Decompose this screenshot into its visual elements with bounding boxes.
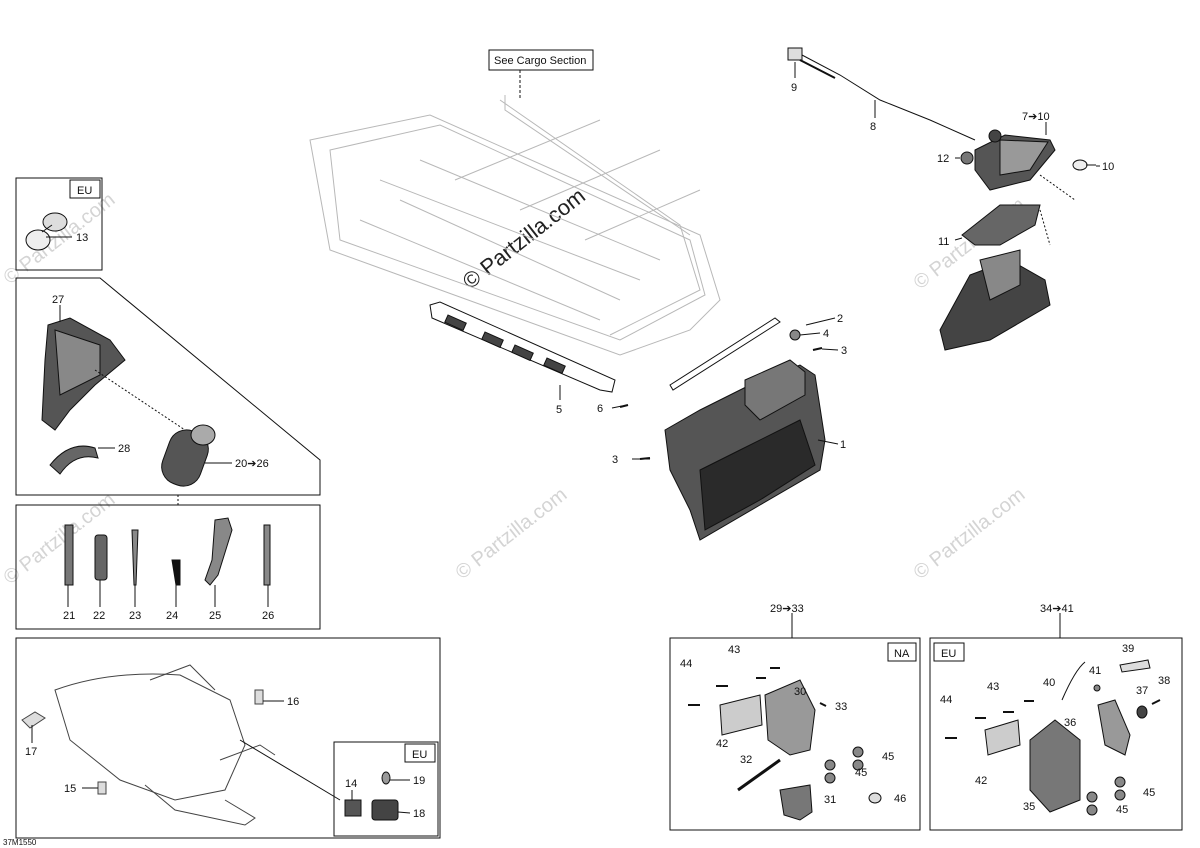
- callout-26: 26: [262, 610, 274, 622]
- see-cargo-section-note: See Cargo Section: [494, 55, 586, 67]
- callout-21: 21: [63, 610, 75, 622]
- callout-12: 12: [937, 153, 949, 165]
- watermark-left-top: © Partzilla.com: [0, 189, 119, 289]
- callout-15: 15: [64, 783, 76, 795]
- part-8-9-harness: [787, 47, 976, 141]
- na-callout-32: 32: [740, 754, 752, 766]
- eu-callout-41: 41: [1089, 665, 1101, 677]
- callout-4: 4: [823, 328, 829, 340]
- eu-callout-35: 35: [1023, 801, 1035, 813]
- na-callout-45-lower: 45: [855, 767, 867, 779]
- part-1-cover: [664, 359, 826, 541]
- eu-callout-38: 38: [1158, 675, 1170, 687]
- eu-callout-42: 42: [975, 775, 987, 787]
- na-callout-43: 43: [728, 644, 740, 656]
- callout-10: 10: [1102, 161, 1114, 173]
- na-callout-42: 42: [716, 738, 728, 750]
- eu-callout-45-lower: 45: [1116, 804, 1128, 816]
- part-28-strap: [49, 445, 99, 475]
- snowmobile-illustration: [21, 664, 276, 826]
- callout-17: 17: [25, 746, 37, 758]
- callout-24: 24: [166, 610, 178, 622]
- callout-18: 18: [413, 808, 425, 820]
- header-29-33: 29➔33: [770, 603, 804, 615]
- eu-callout-37: 37: [1136, 685, 1148, 697]
- watermark-right-mid: © Partzilla.com: [910, 484, 1030, 584]
- callout-7-10: 7➔10: [1022, 111, 1050, 123]
- na-callout-33: 33: [835, 701, 847, 713]
- callout-3-left: 3: [612, 454, 618, 466]
- figure-id: 37M1550: [3, 838, 37, 847]
- callout-13: 13: [76, 232, 88, 244]
- eu-tag-13: EU: [77, 185, 92, 197]
- watermark-center: © Partzilla.com: [452, 484, 572, 584]
- callout-6: 6: [597, 403, 603, 415]
- callout-16: 16: [287, 696, 299, 708]
- callout-labels: 1 2 3 3 4 5 6 7➔10 8 9 10 11 12 13 14 15…: [3, 82, 1170, 847]
- part-27-tool-bag: [41, 317, 186, 431]
- eu-callout-39: 39: [1122, 643, 1134, 655]
- na-callout-30: 30: [794, 686, 806, 698]
- header-34-41: 34➔41: [1040, 603, 1074, 615]
- callout-9: 9: [791, 82, 797, 94]
- callout-8: 8: [870, 121, 876, 133]
- callout-27: 27: [52, 294, 64, 306]
- na-callout-46: 46: [894, 793, 906, 805]
- callout-11: 11: [938, 236, 949, 248]
- taillight-assembly: [939, 129, 1096, 351]
- callout-28: 28: [118, 443, 130, 455]
- see-cargo-section-box: See Cargo Section: [488, 49, 594, 100]
- eu-tag-decals: EU: [412, 749, 427, 761]
- callout-25: 25: [209, 610, 221, 622]
- eu-callout-43: 43: [987, 681, 999, 693]
- callout-2: 2: [837, 313, 843, 325]
- tools-21-26: [64, 517, 271, 586]
- eu-callout-40: 40: [1043, 677, 1055, 689]
- cargo-rack-illustration: [309, 95, 721, 356]
- callout-14: 14: [345, 778, 357, 790]
- part-2-strip: [669, 317, 781, 391]
- na-hinge-group: NA: [669, 613, 921, 831]
- part-20-26-tool-roll: [161, 424, 216, 487]
- callout-1: 1: [840, 439, 846, 451]
- na-callout-45-upper: 45: [882, 751, 894, 763]
- callout-19: 19: [413, 775, 425, 787]
- callout-20-26: 20➔26: [235, 458, 269, 470]
- eu-box-13: EU: [15, 177, 103, 271]
- eu-hinge-group: EU: [929, 613, 1183, 831]
- na-callout-31: 31: [824, 794, 836, 806]
- parts-14-18-19: [344, 771, 399, 821]
- na-callout-44: 44: [680, 658, 692, 670]
- leader-lines: [31, 62, 1100, 814]
- eu-callout-45-upper: 45: [1143, 787, 1155, 799]
- callout-22: 22: [93, 610, 105, 622]
- callout-3-right: 3: [841, 345, 847, 357]
- callout-5: 5: [556, 404, 562, 416]
- callout-23: 23: [129, 610, 141, 622]
- na-tag: NA: [894, 648, 910, 660]
- part-5-rail-plate: [429, 301, 616, 393]
- eu-tag-hinge: EU: [941, 648, 956, 660]
- eu-callout-44: 44: [940, 694, 952, 706]
- watermarks: © Partzilla.com © Partzilla.com © Partzi…: [0, 183, 1029, 589]
- decal-area-frame: EU: [15, 637, 441, 839]
- tool-kit-frame: [15, 277, 321, 630]
- eu-callout-36: 36: [1064, 717, 1076, 729]
